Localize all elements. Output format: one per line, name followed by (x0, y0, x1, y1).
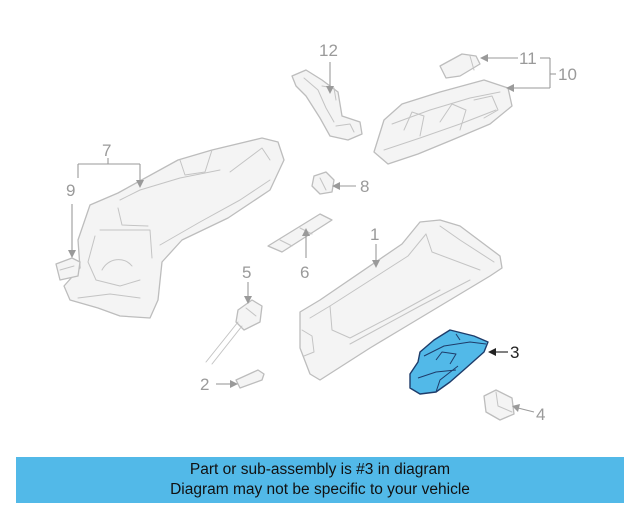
callout-6: 6 (300, 263, 309, 282)
callout-11: 11 (519, 49, 537, 68)
part-2-pin (235, 369, 265, 389)
parts-diagram: 12 11 10 7 9 8 6 1 5 2 3 4 (55, 41, 577, 424)
part-4-bumper (483, 389, 515, 421)
callout-1: 1 (370, 225, 379, 244)
callout-2: 2 (200, 375, 209, 394)
part-11-pin (439, 53, 481, 79)
callout-7: 7 (102, 141, 111, 160)
callout-12: 12 (319, 41, 338, 60)
callout-4: 4 (536, 405, 545, 424)
part-6-strip (267, 213, 333, 253)
part-7-glovebox-housing (63, 137, 285, 319)
leader-lines (68, 54, 556, 413)
callout-3: 3 (510, 343, 519, 362)
part-10-latch-assembly (373, 79, 513, 165)
part-9-bracket (55, 257, 81, 281)
banner-line-1: Part or sub-assembly is #3 in diagram (189, 461, 451, 478)
part-5-damper (205, 299, 263, 365)
part-3-highlighted (409, 329, 489, 395)
info-banner: Part or sub-assembly is #3 in diagram Di… (16, 457, 624, 503)
callout-9: 9 (66, 181, 75, 200)
callout-10: 10 (558, 65, 577, 84)
callout-8: 8 (360, 177, 369, 196)
part-1-glovebox-door (299, 219, 503, 381)
callout-5: 5 (242, 263, 251, 282)
callout-labels: 12 11 10 7 9 8 6 1 5 2 3 4 (66, 41, 577, 424)
banner-line-2: Diagram may not be specific to your vehi… (170, 481, 470, 498)
part-8-clip (311, 171, 335, 195)
part-12-bracket (291, 69, 363, 141)
